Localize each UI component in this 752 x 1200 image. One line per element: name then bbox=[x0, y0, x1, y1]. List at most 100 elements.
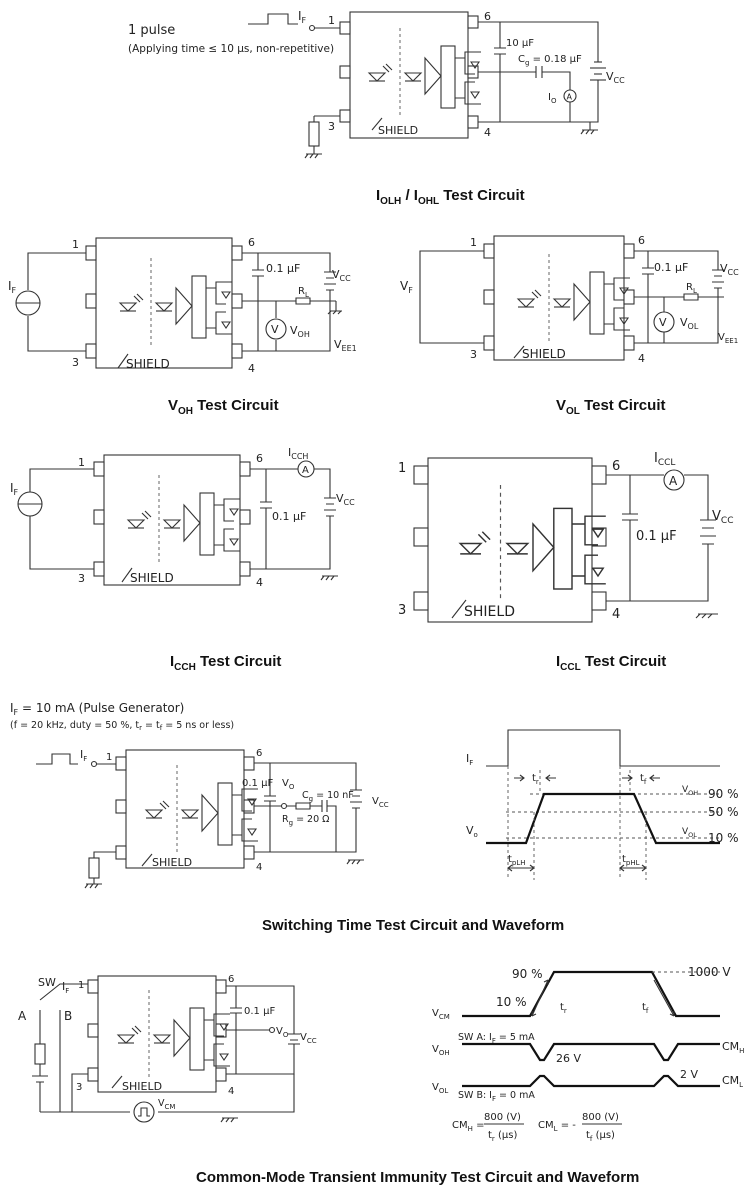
iolh-title: IOLH / IOHL Test Circuit bbox=[376, 187, 525, 207]
vcm-source bbox=[133, 1101, 155, 1123]
svg-text:800 (V): 800 (V) bbox=[582, 1112, 619, 1123]
ammeter-label: A bbox=[302, 465, 309, 476]
pin-4-label: 4 bbox=[638, 352, 645, 365]
v1000-label: 1000 V bbox=[688, 965, 731, 979]
cap-10uf-label: 10 μF bbox=[506, 38, 534, 49]
pin-3-label: 3 bbox=[470, 348, 477, 361]
shield-label: SHIELD bbox=[122, 1080, 162, 1093]
wave-tr-label: tr bbox=[560, 1002, 567, 1015]
input-terminal bbox=[308, 24, 316, 32]
iolh-test-circuit: 1 pulse (Applying time ≤ 10 μs, non-repe… bbox=[128, 9, 625, 207]
pin-6-label: 6 bbox=[484, 10, 491, 23]
switch-b-label: B bbox=[64, 1009, 72, 1023]
optocoupler-body bbox=[125, 749, 245, 869]
cg-label: Cg = 0.18 μF bbox=[518, 54, 582, 67]
voh-test-circuit: SHIELD 1 6 3 4 IF VCC 0.1 μF RL V VOH VE… bbox=[8, 236, 357, 417]
pin-1-label: 1 bbox=[78, 980, 84, 991]
pin-6-label: 6 bbox=[248, 236, 255, 249]
optocoupler-body bbox=[349, 11, 469, 139]
ammeter bbox=[663, 469, 685, 491]
pin-4-label: 4 bbox=[248, 362, 255, 375]
pin-6-label: 6 bbox=[256, 452, 263, 465]
vcc-label: VCC bbox=[720, 262, 739, 277]
vcc-label: VCC bbox=[606, 70, 625, 85]
vcc-label: VCC bbox=[300, 1032, 317, 1045]
p10-label: 10 % bbox=[708, 831, 739, 845]
if-label: IF bbox=[62, 980, 69, 995]
voltmeter bbox=[265, 318, 287, 340]
shield-label: SHIELD bbox=[152, 856, 192, 869]
pin-4-label: 4 bbox=[256, 576, 263, 589]
cmh-label: CMH bbox=[722, 1040, 744, 1055]
vee-label: VEE1 bbox=[718, 332, 738, 345]
if-condition: IF = 10 mA (Pulse Generator) bbox=[10, 701, 184, 717]
voltmeter-label: V bbox=[271, 323, 279, 336]
switching-title: Switching Time Test Circuit and Waveform bbox=[262, 917, 564, 934]
if-label: IF bbox=[8, 279, 17, 295]
cmti-waveform: 1000 V 90 % 10 % VCM tr tf VOH SW A: IF … bbox=[196, 965, 744, 1186]
if-label: IF bbox=[10, 481, 19, 497]
vcc-label: VCC bbox=[336, 492, 355, 507]
switch-a-label: A bbox=[18, 1009, 27, 1023]
if-label: IF bbox=[80, 748, 87, 763]
tr-label: tr bbox=[532, 773, 539, 786]
resistor bbox=[34, 1043, 46, 1065]
vo-label: VO bbox=[282, 778, 295, 791]
wave-vol-label: VOL bbox=[432, 1082, 448, 1095]
p50-label: 50 % bbox=[708, 805, 739, 819]
rl-label: RL bbox=[298, 286, 309, 299]
cmh-formula: CMH = 800 (V) tr (μs) bbox=[452, 1112, 524, 1143]
ammeter bbox=[297, 460, 315, 478]
pin-3-label: 3 bbox=[72, 356, 79, 369]
pin-1-label: 1 bbox=[78, 456, 85, 469]
pin-6-label: 6 bbox=[256, 748, 262, 759]
iccl-test-circuit: SHIELD 1 6 3 4 A ICCL VCC 0.1 μF ICCL Te… bbox=[398, 451, 733, 673]
ammeter-label: A bbox=[567, 93, 573, 102]
v26-label: 26 V bbox=[556, 1052, 581, 1065]
cap-label: 0.1 μF bbox=[636, 529, 677, 544]
cml-formula: CML = - 800 (V) tf (μs) bbox=[538, 1112, 622, 1143]
swb-label: SW B: IF = 0 mA bbox=[458, 1090, 535, 1103]
pin-1-label: 1 bbox=[470, 236, 477, 249]
pin-6-label: 6 bbox=[638, 234, 645, 247]
voh-label: VOH bbox=[290, 324, 310, 339]
resistor bbox=[308, 121, 320, 147]
vf-label: VF bbox=[400, 279, 413, 295]
shield-label: SHIELD bbox=[130, 571, 174, 585]
cmti-title: Common-Mode Transient Immunity Test Circ… bbox=[196, 1169, 639, 1186]
shield-label: SHIELD bbox=[464, 604, 515, 620]
vcc-label: VCC bbox=[332, 268, 351, 283]
shield-label: SHIELD bbox=[378, 124, 418, 137]
voh-title: VOH Test Circuit bbox=[168, 397, 279, 417]
vee-label: VEE1 bbox=[334, 338, 357, 353]
vol-waveform bbox=[462, 1074, 720, 1088]
svg-text:CML = -: CML = - bbox=[538, 1120, 576, 1133]
cap-label: 0.1 μF bbox=[266, 262, 300, 275]
pin-3-label: 3 bbox=[78, 572, 85, 585]
sw-label: SW bbox=[38, 976, 56, 989]
tphl-label: tpHL bbox=[622, 854, 640, 867]
io-label: IO bbox=[548, 92, 557, 105]
wave-vcm-label: VCM bbox=[432, 1008, 450, 1021]
shield-label: SHIELD bbox=[522, 347, 566, 361]
swa-label: SW A: IF = 5 mA bbox=[458, 1032, 535, 1045]
voltmeter bbox=[653, 311, 675, 333]
pin-1-label: 1 bbox=[398, 461, 406, 476]
rl-label: RL bbox=[686, 282, 697, 295]
vcm-label: VCM bbox=[158, 1098, 175, 1111]
pin-3-label: 3 bbox=[76, 1082, 82, 1093]
switching-test-circuit: IF = 10 mA (Pulse Generator) (f = 20 kHz… bbox=[10, 701, 389, 889]
v2-label: 2 V bbox=[680, 1068, 698, 1081]
resistor bbox=[88, 857, 100, 879]
pin-6-label: 6 bbox=[228, 974, 234, 985]
pulse-label: 1 pulse bbox=[128, 23, 175, 38]
svg-text:CMH =: CMH = bbox=[452, 1120, 484, 1133]
vo-label: VO bbox=[276, 1026, 289, 1039]
pulse-symbol bbox=[36, 753, 78, 765]
svg-text:tf (μs): tf (μs) bbox=[586, 1130, 615, 1143]
icch-label: ICCH bbox=[288, 446, 308, 461]
cmti-test-circuit: SW IF 1 A B SHIELD 6 3 4 VCM VCC 0.1 μF … bbox=[18, 974, 317, 1123]
tplh-label: tpLH bbox=[508, 854, 526, 867]
